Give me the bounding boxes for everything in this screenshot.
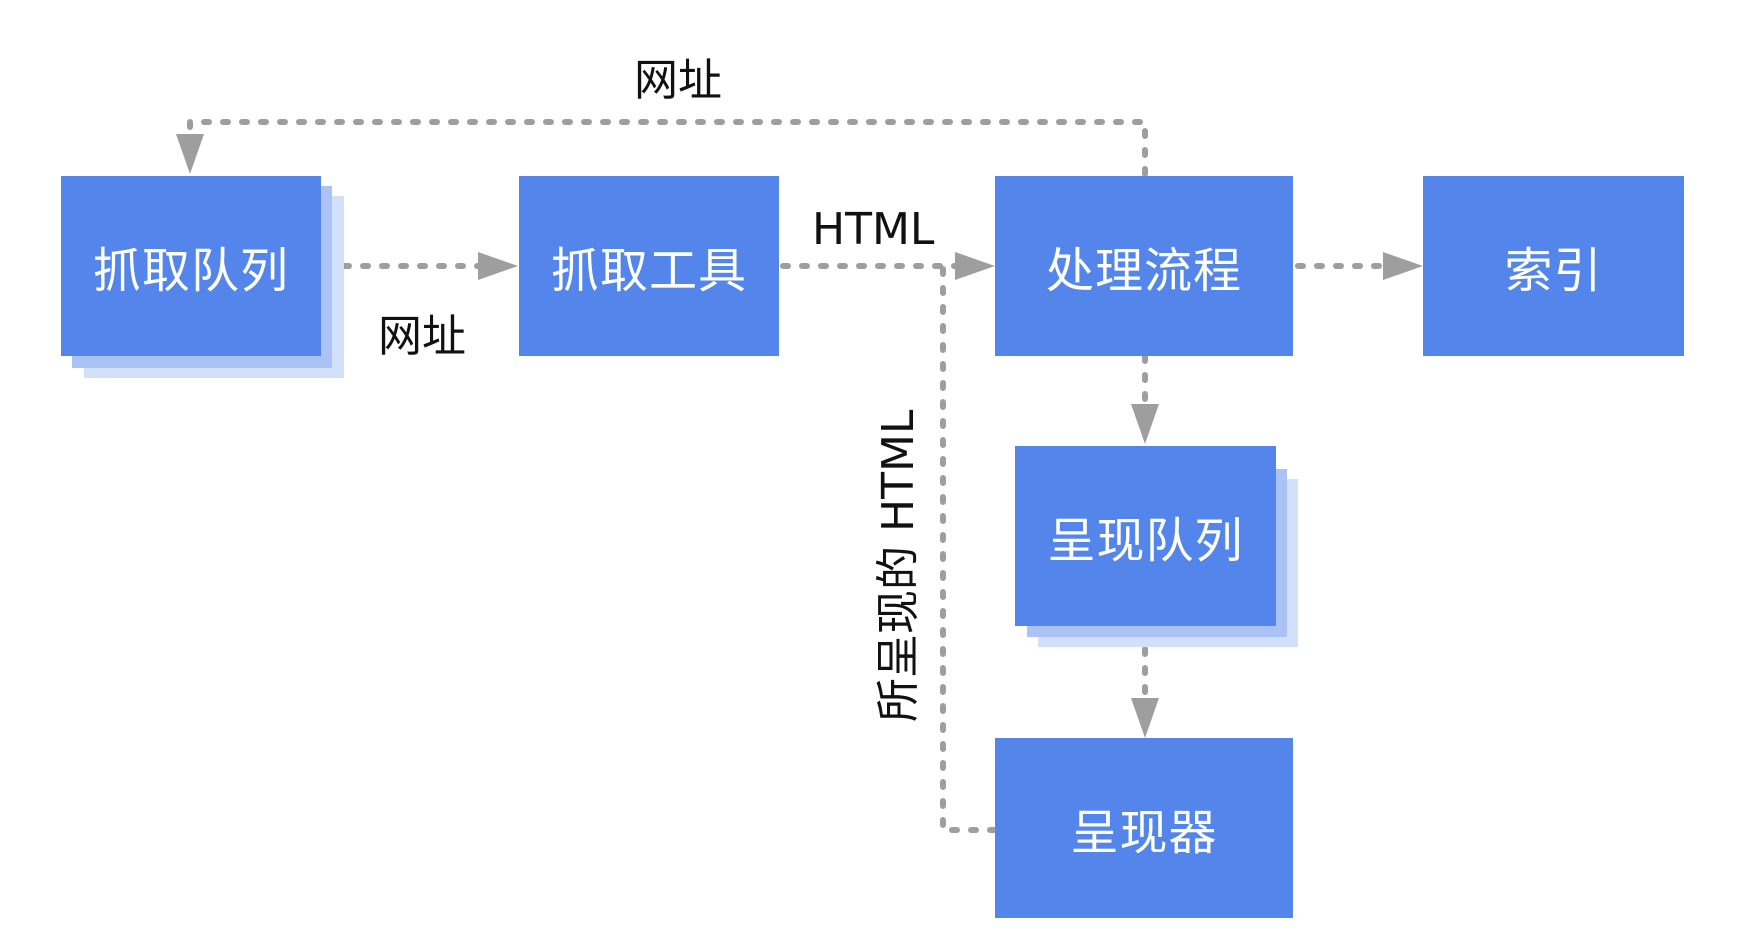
node-renderer: 呈现器 (995, 738, 1293, 918)
node-crawl-queue: 抓取队列 (61, 176, 321, 356)
node-render-queue-label: 呈现队列 (1047, 513, 1244, 569)
node-render-queue: 呈现队列 (1015, 446, 1276, 626)
label-url-top: 网址 (634, 55, 722, 106)
node-index-label: 索引 (1504, 243, 1603, 299)
arrowhead-to-processing (955, 252, 995, 280)
arrowhead-to-renderer (1131, 698, 1159, 738)
node-processing-label: 处理流程 (1045, 243, 1242, 299)
node-index: 索引 (1423, 176, 1684, 356)
label-url-queue-to-crawler: 网址 (378, 311, 466, 362)
label-html-crawler-to-processing: HTML (812, 204, 935, 255)
arrowhead-to-crawl-queue (176, 134, 204, 174)
edge-renderer-rendered-html (940, 263, 998, 833)
arrowhead-to-index (1383, 252, 1423, 280)
node-crawler-label: 抓取工具 (550, 243, 747, 299)
node-processing: 处理流程 (995, 176, 1293, 356)
arrowhead-to-render-queue (1131, 404, 1159, 444)
label-rendered-html: 所呈现的 HTML (873, 409, 924, 722)
arrowhead-to-crawler (478, 252, 518, 280)
node-renderer-label: 呈现器 (1070, 805, 1218, 861)
node-crawl-queue-label: 抓取队列 (92, 243, 289, 299)
edge-processing-loop-to-queue (187, 119, 1148, 177)
node-crawler: 抓取工具 (519, 176, 779, 356)
